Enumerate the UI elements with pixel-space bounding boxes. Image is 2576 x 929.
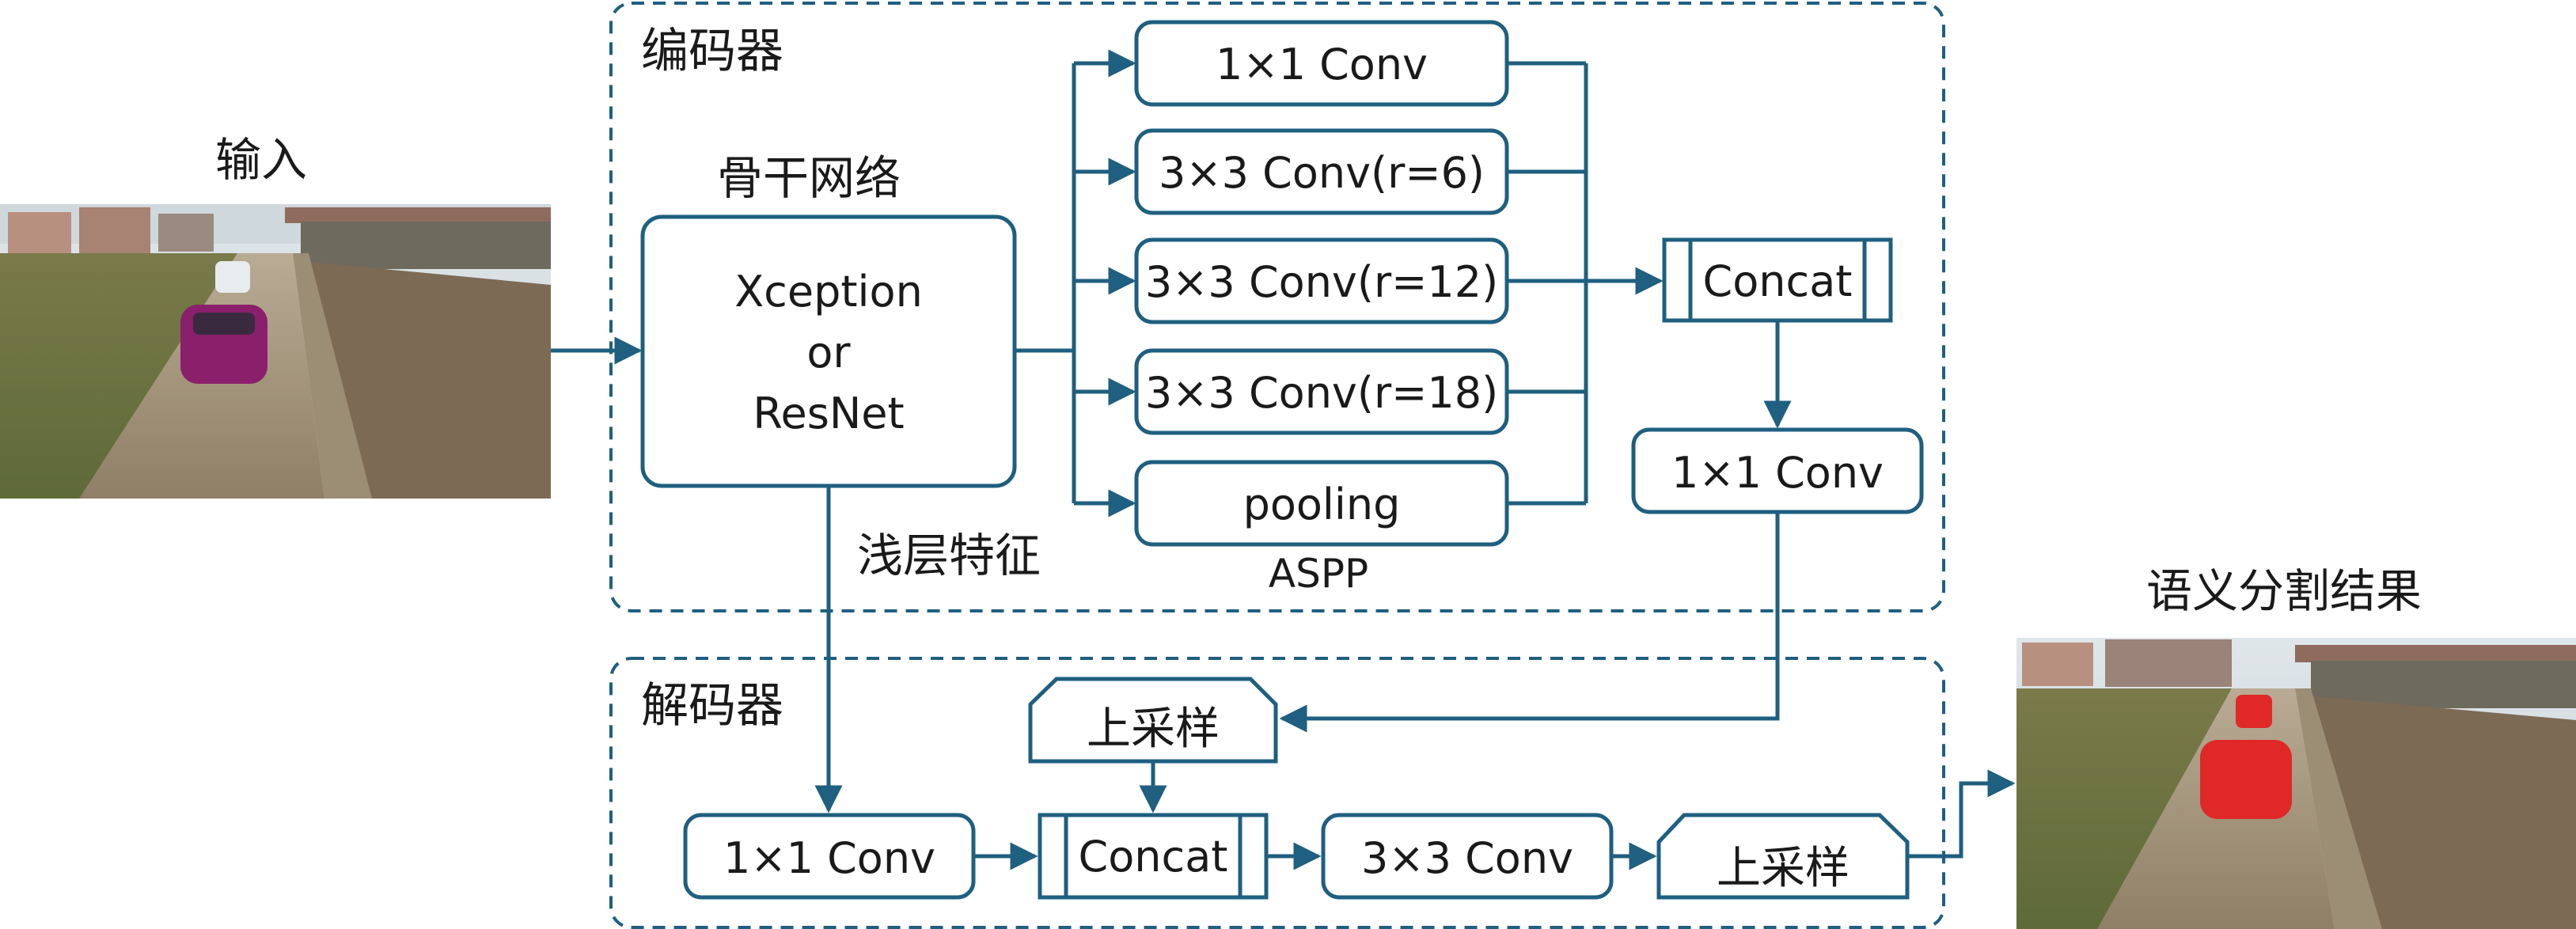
aspp-branch-1: 1×1 Conv [1216,40,1428,89]
aspp-branch-4: 3×3 Conv(r=18) [1145,368,1498,418]
output-image [2016,638,2576,929]
shallow-features-label: 浅层特征 [857,529,1041,582]
encoder-conv: 1×1 Conv [1671,448,1884,498]
decoder-conv1x1: 1×1 Conv [723,833,935,883]
encoder-frame [609,2,1945,612]
arrow-encoder-to-upsample [1279,512,1780,733]
aspp-merge [1507,61,1664,506]
encoder-concat: Concat [1703,256,1853,306]
aspp-label: ASPP [1269,551,1368,597]
backbone-title: 骨干网络 [717,151,901,205]
decoder-conv3x3: 3×3 Conv [1361,833,1573,883]
arrow-to-output [1907,769,2016,859]
input-label: 输入 [215,133,307,187]
decoder-upsample-out: 上采样 [1717,843,1849,894]
input-image [0,204,551,499]
decoder-concat-box [1038,813,1269,900]
decoder-upsample-out-box [1656,813,1910,900]
output-label: 语义分割结果 [2146,564,2422,618]
decoder-concat: Concat [1079,832,1228,882]
encoder-label: 编码器 [641,24,783,79]
backbone-line-3: ResNet [753,389,904,438]
decoder-upsample-top-box [1028,677,1278,764]
decoder-label: 解码器 [641,678,783,734]
decoder-frame [609,657,1945,929]
backbone-line-2: or [806,328,851,377]
aspp-branch-2: 3×3 Conv(r=6) [1159,148,1485,198]
decoder-upsample-top: 上采样 [1087,703,1220,755]
backbone-line-1: Xception [734,267,923,317]
aspp-branch-5: pooling [1243,480,1401,529]
aspp-branch-3: 3×3 Conv(r=12) [1145,257,1498,307]
aspp-fanout [1015,49,1136,518]
